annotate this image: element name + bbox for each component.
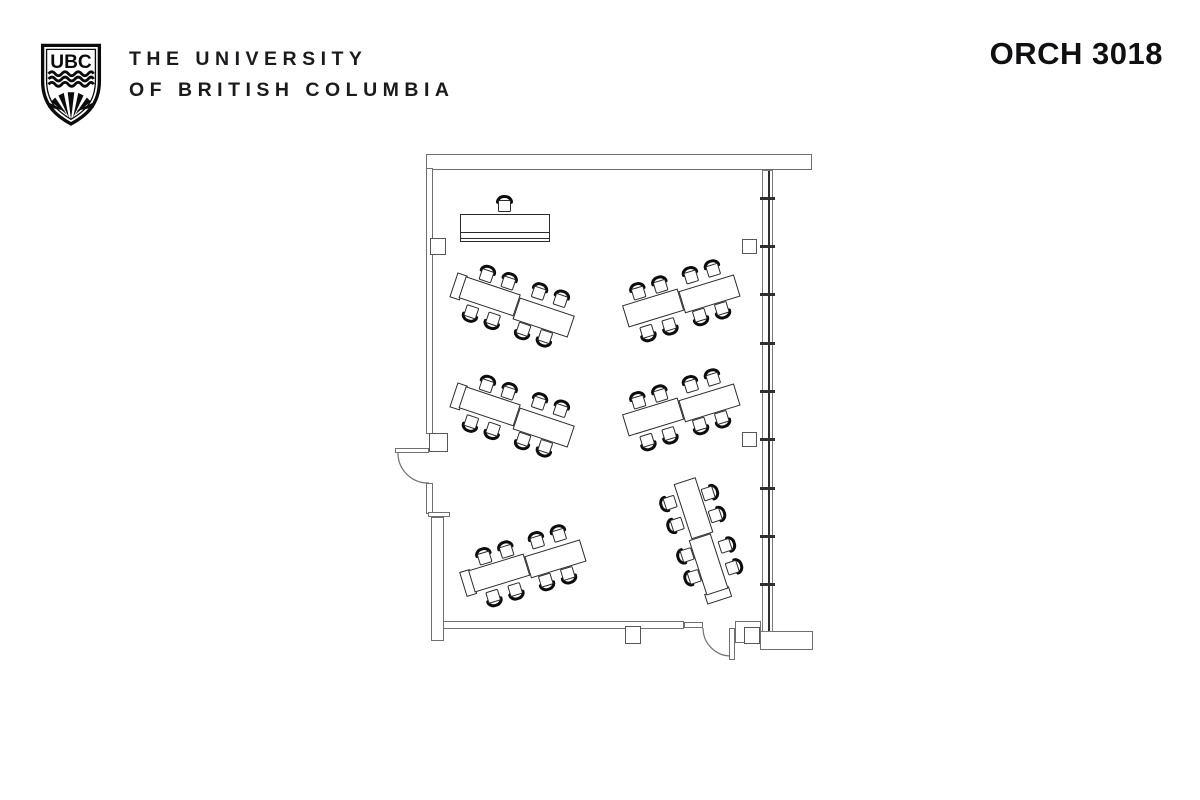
bottom-wall [443, 621, 684, 629]
window-mullion [760, 390, 775, 393]
left-door-leaf-open [395, 448, 429, 453]
chair-back-icon [496, 195, 513, 204]
bottom-door-leaf [729, 628, 735, 660]
bottom-right-slab [760, 631, 813, 650]
left-wall-lower [431, 517, 444, 641]
chair-seat [498, 200, 511, 212]
right-pillar-lower [742, 432, 757, 447]
chair [480, 309, 504, 333]
chair-seat [551, 292, 569, 309]
chair-seat [530, 285, 547, 301]
bottom-right-jamb [744, 627, 760, 644]
bottom-door-swing [702, 627, 732, 657]
chair [700, 257, 723, 280]
ubc-logo: UBC [40, 43, 102, 126]
right-pillar-upper [742, 239, 757, 254]
left-pillar [430, 238, 446, 255]
chair [678, 373, 701, 396]
chair [480, 419, 504, 443]
chair-seat [669, 516, 685, 533]
chair [700, 366, 723, 389]
chair [546, 522, 569, 545]
window-band [762, 170, 773, 632]
window-glazing [768, 171, 770, 631]
instructor-chair [495, 195, 514, 213]
window-mullion [760, 342, 775, 345]
logo-rays [47, 92, 95, 120]
window-mullion [760, 293, 775, 296]
chair-seat [551, 402, 569, 419]
window-mullion [760, 487, 775, 490]
left-wall-mid [426, 483, 433, 514]
desk-tray-lines [460, 232, 550, 239]
wordmark-line2: OF BRITISH COLUMBIA [129, 79, 455, 101]
shield-inner-line [45, 48, 97, 121]
chair-seat [662, 494, 678, 511]
chair [527, 389, 551, 413]
chair [527, 279, 551, 303]
wordmark-line1: THE UNIVERSITY [129, 48, 368, 70]
chair [549, 287, 573, 310]
window-mullion [760, 535, 775, 538]
window-mullion [760, 245, 775, 248]
bottom-door-threshold [684, 622, 703, 628]
room-label: ORCH 3018 [989, 36, 1163, 71]
left-wall-step [428, 512, 450, 517]
logo-waves [47, 70, 95, 88]
window-mullion [760, 197, 775, 200]
chair [549, 397, 573, 420]
window-mullion [760, 438, 775, 441]
chair-seat [530, 395, 547, 411]
instructor-desk [460, 214, 550, 242]
left-door-jamb [429, 433, 448, 452]
chair [524, 529, 547, 552]
chair [678, 264, 701, 287]
chair [458, 412, 482, 435]
chair [723, 555, 746, 579]
university-wordmark: THE UNIVERSITY OF BRITISH COLUMBIA [129, 44, 454, 106]
chair [715, 533, 739, 557]
top-wall [426, 154, 812, 170]
logo-letters: UBC [50, 52, 92, 73]
window-mullion [760, 583, 775, 586]
bottom-pillar [625, 626, 641, 644]
left-wall-upper [426, 168, 433, 434]
left-door-swing [397, 452, 430, 484]
chair [458, 302, 482, 325]
